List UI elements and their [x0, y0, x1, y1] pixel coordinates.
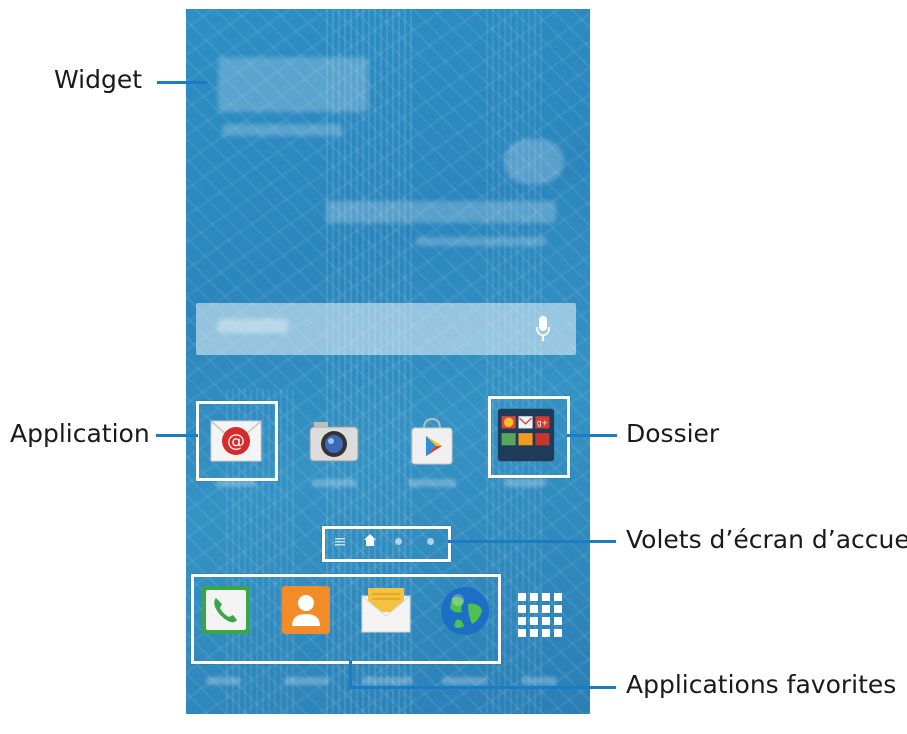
favorites-callout-line-vertical — [349, 660, 352, 689]
app-label-internet — [442, 677, 487, 685]
home-panels-indicator-box — [322, 526, 451, 562]
widget-callout-label: Widget — [54, 65, 143, 94]
camera-icon[interactable] — [304, 411, 364, 471]
widget-callout-line — [157, 81, 207, 84]
app-label-apps — [522, 677, 557, 685]
folder-icon[interactable]: g+ — [496, 405, 556, 465]
widget-weather-temp — [326, 201, 556, 223]
panel-dot[interactable] — [427, 538, 434, 545]
widget-weather-update — [416, 237, 546, 246]
google-search-bar[interactable] — [196, 303, 576, 355]
home-screen: @ g+ — [186, 9, 590, 714]
play-store-icon[interactable] — [402, 411, 462, 471]
search-bar-logo — [218, 319, 288, 333]
dossier-callout-label: Dossier — [626, 419, 720, 448]
menu-lines-icon — [335, 538, 345, 546]
widget-clock-time — [218, 57, 368, 112]
contacts-icon[interactable] — [280, 584, 332, 636]
app-label-camera — [312, 479, 357, 487]
favorites-callout-label: Applications favorites — [626, 670, 897, 699]
folder-highlight-box — [488, 396, 570, 478]
svg-text:@: @ — [227, 431, 245, 452]
favorites-highlight-box — [191, 574, 501, 664]
microphone-icon[interactable] — [536, 316, 550, 342]
application-highlight-box — [196, 401, 278, 481]
application-callout-label: Application — [10, 419, 150, 448]
app-label-phone — [206, 677, 241, 685]
favorites-callout-line-horizontal — [349, 686, 616, 689]
svg-text:g+: g+ — [537, 419, 548, 428]
internet-icon[interactable] — [438, 584, 492, 638]
home-icon[interactable] — [363, 533, 377, 547]
app-label-folder — [504, 479, 546, 487]
app-label-email — [216, 479, 256, 487]
phone-icon[interactable] — [200, 584, 252, 636]
panels-callout-label: Volets d’écran d’accueil — [626, 525, 907, 554]
app-label-play-store — [408, 479, 456, 487]
apps-grid-icon[interactable] — [516, 591, 564, 639]
email-icon[interactable]: @ — [206, 411, 266, 471]
app-label-contacts — [284, 677, 329, 685]
widget-weather-cloud — [504, 139, 564, 184]
clock-widget[interactable] — [186, 9, 590, 259]
panel-dot[interactable] — [395, 538, 402, 545]
dossier-callout-line — [567, 434, 617, 437]
app-label-messages — [362, 677, 412, 685]
panels-callout-line — [448, 540, 616, 543]
messages-icon[interactable] — [358, 582, 414, 638]
application-callout-line — [156, 434, 198, 437]
widget-clock-date — [222, 124, 342, 136]
